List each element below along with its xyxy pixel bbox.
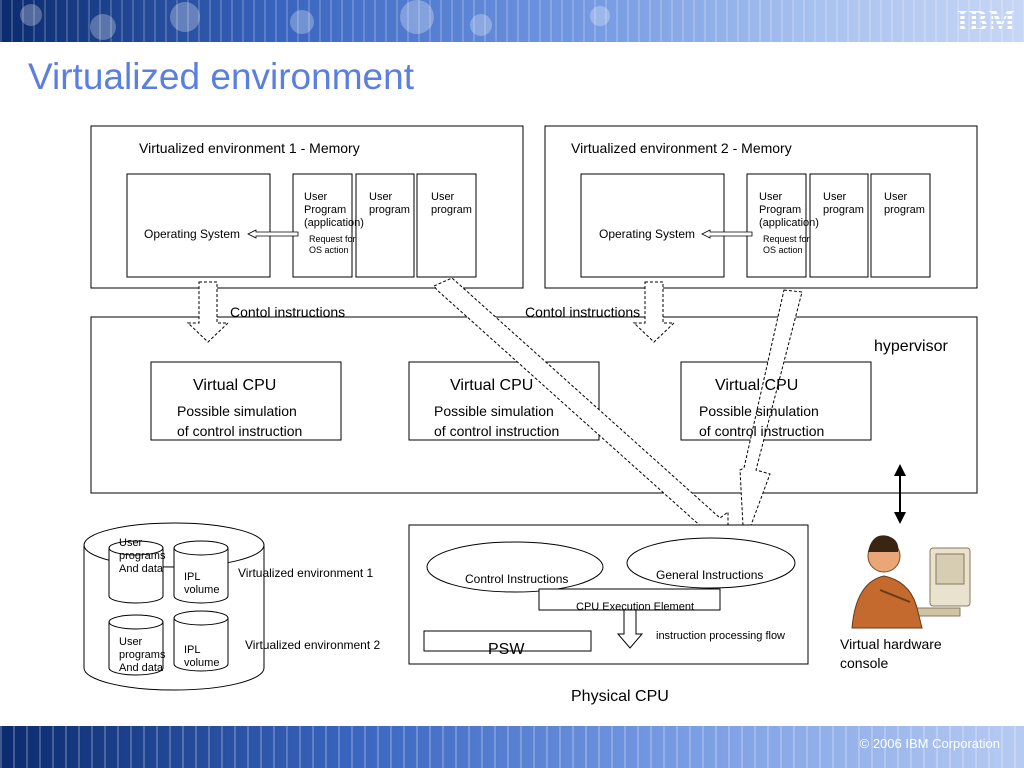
- console-person-illustration: [851, 535, 971, 629]
- env1-program1-box: [292, 173, 353, 278]
- header-bubble: [470, 14, 492, 36]
- control-arrow-1: [186, 281, 230, 343]
- general-instructions-text: General Instructions: [656, 568, 764, 582]
- storage-env1-label: Virtualized environment 1: [238, 566, 374, 580]
- env2-os-box: [580, 173, 725, 278]
- vcpu1-line1: Possible simulation: [177, 403, 297, 419]
- control-instructions-text: Control Instructions: [465, 572, 569, 586]
- vol2-cylinder: [108, 622, 164, 676]
- env2-program1-box: [746, 173, 807, 278]
- env1-os-label: Operating System: [144, 227, 241, 241]
- processing-flow-arrow: [616, 609, 644, 649]
- header-bubble: [290, 10, 314, 34]
- processing-flow-text: instruction processing flow: [656, 630, 786, 642]
- storage-env2-label: Virtualized environment 2: [245, 638, 381, 652]
- env1-program2-box: [355, 173, 415, 278]
- physical-cpu-label: Physical CPU: [571, 688, 669, 705]
- vcpu1-line2: of control instruction: [177, 423, 303, 439]
- ipl2-cylinder: [173, 618, 229, 672]
- hypervisor-label: hypervisor: [874, 338, 948, 355]
- env1-os-box: [126, 173, 271, 278]
- control-instructions-oval: [426, 541, 604, 593]
- general-instructions-oval: [626, 537, 796, 589]
- footer-bar: © 2006 IBM Corporation: [0, 726, 1024, 768]
- header-bubble: [170, 2, 200, 32]
- vol2-cylinder-top: [108, 614, 164, 630]
- env2-program3-box: [870, 173, 931, 278]
- vcpu1-box: [150, 361, 342, 441]
- vcpu3-line1: Possible simulation: [699, 403, 819, 419]
- vol1-cylinder: [108, 548, 164, 604]
- vol1-cylinder-top: [108, 540, 164, 556]
- vcpu3-title: Virtual CPU: [715, 377, 799, 394]
- env2-general-flow-arrow: [739, 289, 803, 545]
- header-bubble: [90, 14, 116, 40]
- vcpu2-title: Virtual CPU: [450, 377, 534, 394]
- env2-program2-box: [809, 173, 869, 278]
- footer-stripes: [0, 726, 1024, 768]
- page-title: Virtualized environment: [28, 56, 414, 97]
- control-arrow-2: [632, 281, 676, 343]
- env2-os-request-arrow: [701, 229, 753, 239]
- env1-os-request-arrow: [247, 229, 299, 239]
- header-stripes: [0, 0, 1024, 42]
- cpu-execution-text: CPU Execution Element: [576, 601, 694, 613]
- header-bubble: [590, 6, 610, 26]
- header-bar: IBM: [0, 0, 1024, 42]
- env2-os-label: Operating System: [599, 227, 696, 241]
- vcpu2-line1: Possible simulation: [434, 403, 554, 419]
- vcpu1-title: Virtual CPU: [193, 377, 277, 394]
- copyright-text: © 2006 IBM Corporation: [859, 736, 1000, 751]
- ipl1-cylinder: [173, 548, 229, 604]
- ipl2-cylinder-top: [173, 610, 229, 626]
- psw-box: [423, 630, 592, 652]
- header-bubble: [20, 4, 42, 26]
- env1-label: Virtualized environment 1 - Memory: [139, 140, 360, 156]
- env1-program3-box: [416, 173, 477, 278]
- psw-label: PSW: [488, 641, 525, 658]
- ipl1-cylinder-top: [173, 540, 229, 556]
- ibm-logo: IBM: [957, 6, 1016, 37]
- env2-label: Virtualized environment 2 - Memory: [571, 140, 792, 156]
- control-instructions-label-2: Contol instructions: [525, 304, 641, 320]
- header-bubble: [400, 0, 434, 34]
- vcpu2-line2: of control instruction: [434, 423, 560, 439]
- vcpu3-line2: of control instruction: [699, 423, 825, 439]
- control-instructions-label-1: Contol instructions: [230, 304, 346, 320]
